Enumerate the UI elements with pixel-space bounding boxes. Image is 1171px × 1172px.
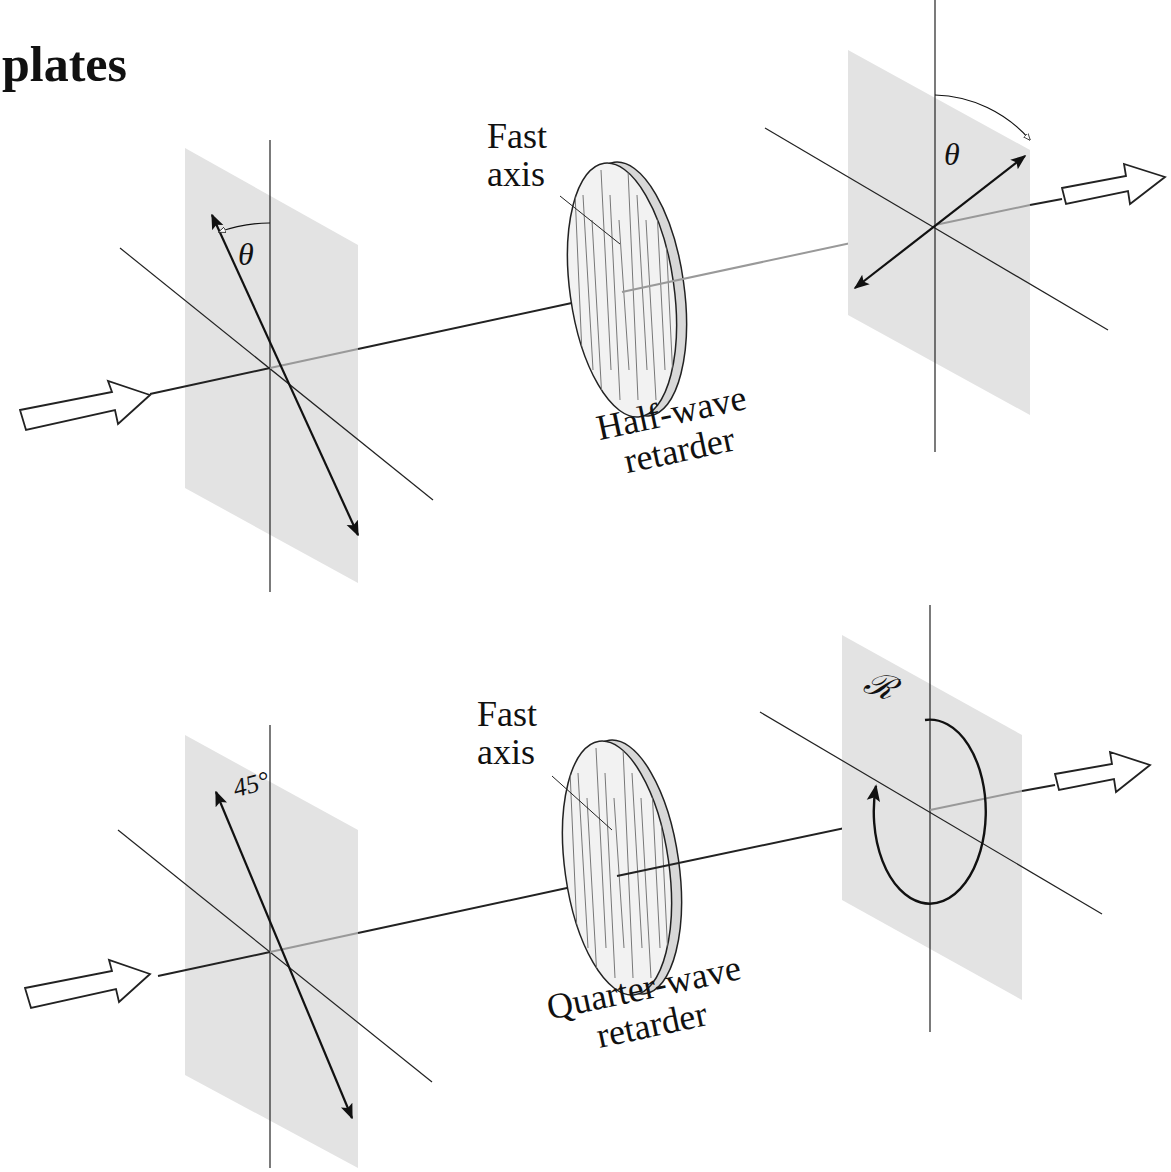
beam-axis xyxy=(358,298,595,349)
leader-line xyxy=(560,196,620,244)
beam-axis xyxy=(1030,199,1062,205)
heading: plates xyxy=(2,38,127,91)
beam-axis xyxy=(1022,785,1055,791)
plate-texture xyxy=(596,748,606,948)
input-plane xyxy=(185,148,358,583)
vertical-axis xyxy=(929,605,930,1032)
horizontal-axis xyxy=(120,248,433,500)
plate-texture xyxy=(650,748,660,948)
angle-arc xyxy=(219,223,270,232)
beam-axis xyxy=(270,933,358,952)
plate-texture xyxy=(587,798,597,978)
horizontal-axis xyxy=(760,712,1102,914)
part-label: Fast axis xyxy=(477,696,587,772)
polarization-arrow xyxy=(216,792,352,1118)
half-wave-plate xyxy=(553,155,702,424)
circular-polarization-arrow xyxy=(874,720,986,904)
angle-arc xyxy=(935,95,1030,140)
plate-texture xyxy=(628,170,638,400)
beam-axis xyxy=(150,368,270,394)
vertical-axis xyxy=(269,140,270,592)
angle-label: θ xyxy=(944,138,984,172)
plate-texture xyxy=(605,773,615,978)
plate-texture xyxy=(614,798,624,948)
polarization-arrow xyxy=(212,215,358,535)
plate-texture xyxy=(610,195,620,400)
plate-texture xyxy=(592,220,602,400)
horizontal-axis xyxy=(118,830,432,1082)
illustration-part xyxy=(548,734,687,1002)
output-plane xyxy=(842,635,1022,1000)
plate-texture xyxy=(619,220,629,370)
beam-axis xyxy=(358,883,590,933)
part-label: Fast axis xyxy=(487,118,597,194)
beam-axis xyxy=(930,791,1022,810)
plate-texture xyxy=(569,748,579,978)
angle-label: θ xyxy=(238,238,278,272)
plate-texture xyxy=(655,170,665,370)
beam-axis xyxy=(270,349,358,368)
plate-texture xyxy=(637,195,647,370)
illustration-part xyxy=(569,748,669,978)
plate-texture xyxy=(623,748,633,978)
plate-texture xyxy=(578,773,588,948)
quarter-wave-panel xyxy=(25,605,1150,1168)
part-label: Half-wave retarder xyxy=(560,372,791,492)
plate-texture xyxy=(646,220,656,400)
plate-texture xyxy=(601,170,611,370)
hollow-arrow xyxy=(1055,752,1150,792)
plate-texture xyxy=(641,798,651,978)
plate-texture xyxy=(574,170,584,400)
hollow-arrow xyxy=(20,381,150,430)
half-wave-panel xyxy=(20,0,1165,592)
illustration-part xyxy=(553,156,692,424)
hollow-arrow xyxy=(25,960,150,1008)
hollow-arrow xyxy=(1062,164,1165,204)
output-plane xyxy=(848,50,1030,415)
plate-texture xyxy=(632,773,642,948)
horizontal-axis xyxy=(765,128,1108,330)
beam-axis xyxy=(158,952,270,976)
plate-texture xyxy=(659,773,669,978)
polarization-arrow xyxy=(855,156,1025,288)
input-plane xyxy=(185,735,358,1168)
plate-texture xyxy=(664,195,674,400)
leader-line xyxy=(552,776,612,830)
